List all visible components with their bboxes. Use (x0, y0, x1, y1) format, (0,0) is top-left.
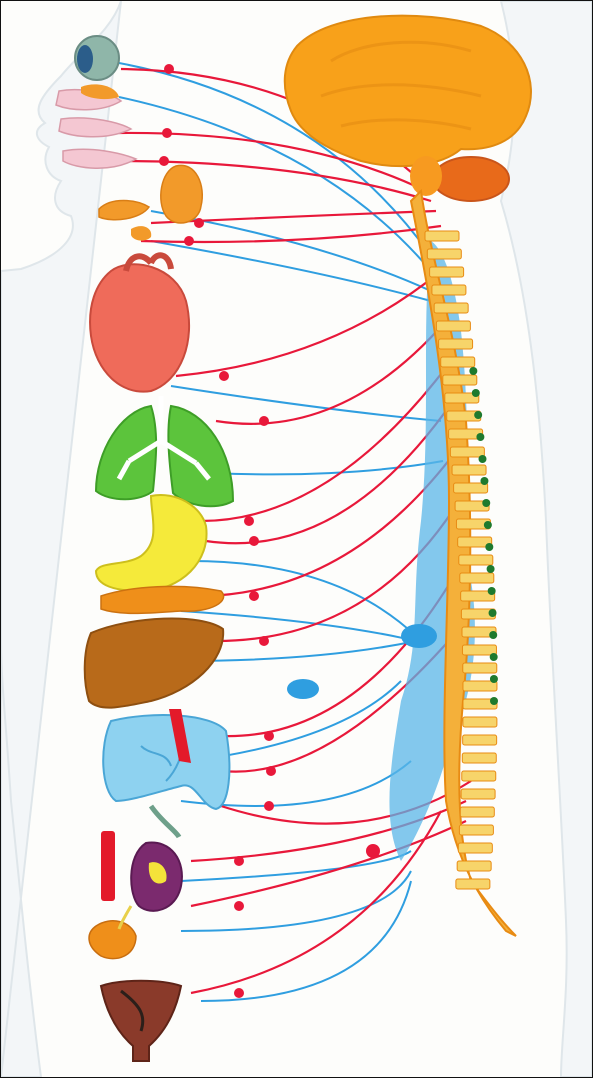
vertebra (441, 357, 475, 367)
blue-ganglion-small (287, 679, 319, 699)
back-outline (501, 1, 592, 1077)
vertebra (432, 285, 466, 295)
sympathetic-nerve (176, 271, 441, 376)
synapse-ending (264, 801, 274, 811)
vertebra (463, 717, 497, 727)
vertebra (463, 663, 497, 673)
synapse-ending (219, 371, 229, 381)
vertebra (457, 861, 491, 871)
vertebra (463, 735, 497, 745)
synapse-ending (234, 856, 244, 866)
vertebra (456, 879, 490, 889)
vertebra (439, 339, 473, 349)
vertebra (462, 645, 496, 655)
vertebra (461, 789, 495, 799)
parasympathetic-nerve (191, 561, 421, 641)
eye (75, 36, 119, 80)
vertebra (427, 249, 461, 259)
parasympathetic-nerve (151, 241, 431, 301)
synapse-ending (259, 636, 269, 646)
brainstem (410, 156, 442, 196)
sympathetic-nerve (191, 821, 466, 906)
chain-ganglion (482, 499, 490, 507)
vertebra (463, 681, 497, 691)
lungs (96, 396, 233, 506)
vertebra (436, 321, 470, 331)
chain-ganglion (488, 587, 496, 595)
synapse-ending (234, 901, 244, 911)
kidney (101, 831, 182, 911)
bladder (89, 906, 136, 959)
vertebra (434, 303, 468, 313)
synapse-ending (266, 766, 276, 776)
chain-ganglion (469, 367, 477, 375)
vertebra (443, 375, 477, 385)
chain-ganglion (490, 653, 498, 661)
synapse-ending (194, 218, 204, 228)
vertebra (458, 843, 492, 853)
synapse-ending (159, 156, 169, 166)
synapse-ending (249, 591, 259, 601)
synapse-ending (162, 128, 172, 138)
synapse-ending (234, 988, 244, 998)
vertebra (459, 555, 493, 565)
synapse-ending (184, 236, 194, 246)
chain-ganglion (474, 411, 482, 419)
synapse-ending (164, 64, 174, 74)
chain-ganglion (472, 389, 480, 397)
chain-ganglion (485, 543, 493, 551)
pancreas (101, 586, 224, 613)
brain (285, 16, 531, 201)
vertebra (450, 447, 484, 457)
stomach (96, 495, 207, 591)
synapse-ending (259, 416, 269, 426)
vertebra (430, 267, 464, 277)
chain-ganglion (484, 521, 492, 529)
intestines (103, 709, 229, 837)
chain-ganglion (489, 631, 497, 639)
chain-ganglion (487, 565, 495, 573)
vertebra (460, 573, 494, 583)
salivary-glands (99, 165, 202, 240)
chain-ganglion (476, 433, 484, 441)
vertebra (462, 753, 496, 763)
vertebra (459, 825, 493, 835)
chain-ganglion (490, 675, 498, 683)
chain-ganglion (480, 477, 488, 485)
nasal-passages (56, 84, 136, 168)
cerebellum (433, 157, 509, 201)
vertebra (425, 231, 459, 241)
blue-ganglion (401, 624, 437, 648)
vertebra (462, 771, 496, 781)
sympathetic-nerve (201, 361, 451, 521)
synapse-ending (249, 536, 259, 546)
liver (85, 618, 223, 707)
parasympathetic-nerve (151, 211, 431, 291)
vertebra (452, 465, 486, 475)
chain-ganglion (489, 609, 497, 617)
chain-ganglion (478, 455, 486, 463)
heart (90, 255, 189, 391)
uterus (101, 981, 181, 1061)
chain-ganglion (490, 697, 498, 705)
synapse-ending (264, 731, 274, 741)
synapse-ending (244, 516, 254, 526)
pelvic-ganglion (366, 844, 380, 858)
vertebra (460, 807, 494, 817)
